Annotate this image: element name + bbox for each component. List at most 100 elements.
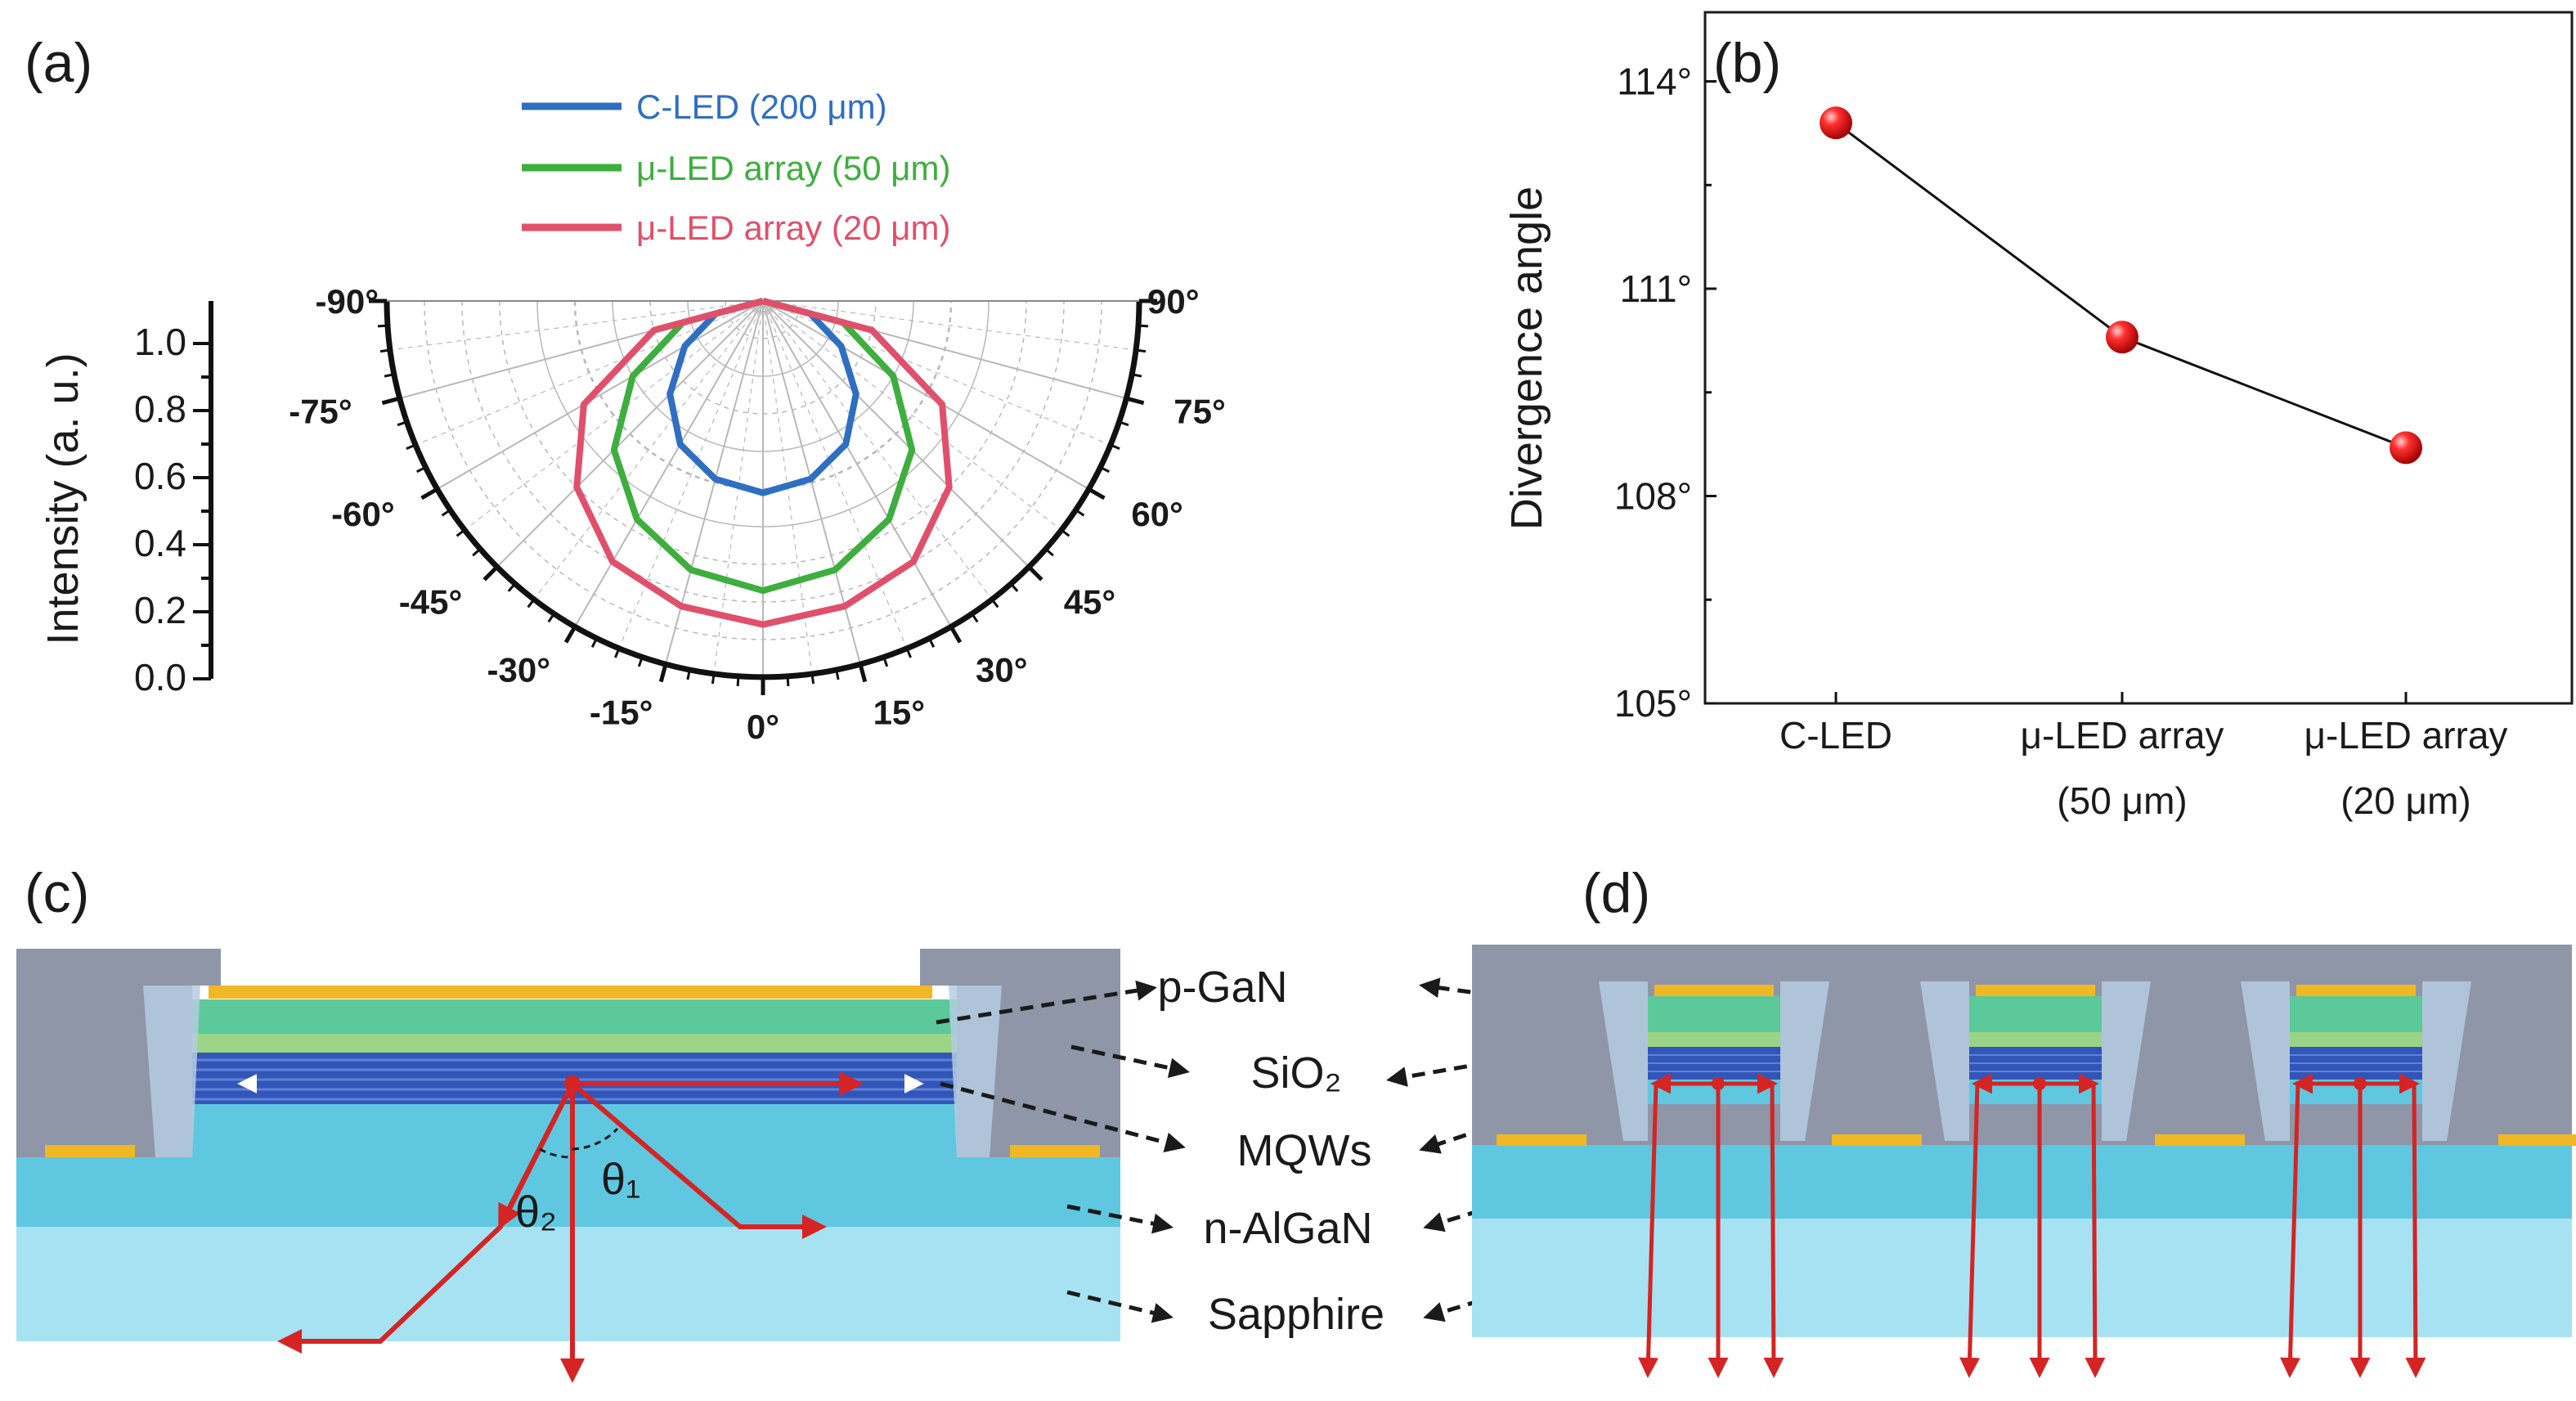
radial-tick-label: 0.8 xyxy=(134,388,186,430)
polar-tick xyxy=(527,599,536,608)
legend-label-mu-led-50: μ-LED array (50 μm) xyxy=(636,149,950,187)
polar-angle-label: 0° xyxy=(747,707,779,746)
x-tick-label: (50 μm) xyxy=(2057,779,2187,822)
polar-tick xyxy=(928,637,936,648)
polar-spoke xyxy=(533,300,764,600)
polar-spoke xyxy=(389,300,764,351)
radial-tick-label: 0.4 xyxy=(134,522,186,564)
polar-angle-label: -90° xyxy=(316,282,379,321)
polar-tick xyxy=(1010,582,1019,592)
label-n-algan: n-AlGaN xyxy=(1203,1204,1372,1253)
label-sapphire: Sapphire xyxy=(1208,1290,1384,1339)
label-sio2: SiO₂ xyxy=(1251,1049,1342,1098)
layer-sapphire xyxy=(16,1227,1120,1341)
polar-tick xyxy=(384,373,395,378)
sidewall-right xyxy=(949,986,1002,1157)
emission-rays xyxy=(277,1071,864,1383)
theta2-arc xyxy=(539,1147,573,1159)
axis-title-divergence-angle: Divergence angle xyxy=(1502,186,1551,530)
data-point xyxy=(1820,106,1852,140)
series-line xyxy=(1835,121,2407,449)
polar-angle-label: -75° xyxy=(289,393,352,431)
polar-angle-label: 15° xyxy=(873,693,926,731)
x-tick-label: μ-LED array xyxy=(2021,714,2224,757)
y-tick-label: 105° xyxy=(1614,682,1692,725)
legend-label-c-led: C-LED (200 μm) xyxy=(636,88,887,126)
polar-spoke xyxy=(762,300,1089,490)
pointer-p-gan-left xyxy=(936,980,1157,1025)
polar-spoke xyxy=(496,300,764,568)
polar-tick xyxy=(711,673,716,685)
pointer-p-gan-right xyxy=(1419,977,1661,1021)
polar-series-line-0 xyxy=(666,298,859,496)
panel-a-polar-chart: (a) C-LED (200 μm) μ-LED array (50 μm) μ… xyxy=(25,32,1226,746)
plot-frame xyxy=(1703,11,2574,705)
legend-label-mu-led-20: μ-LED array (20 μm) xyxy=(636,209,950,247)
panel-c-c-led-diagram: (c) xyxy=(16,862,1120,1383)
label-mqws: MQWs xyxy=(1237,1126,1372,1175)
pointer-n-algan-left xyxy=(1066,1204,1174,1234)
polar-spoke xyxy=(437,300,764,490)
polar-tick xyxy=(456,528,465,537)
polar-angle-label: 90° xyxy=(1147,282,1200,321)
radial-tick-label: 0.2 xyxy=(134,589,186,631)
layer-n-algan xyxy=(16,1108,1120,1227)
polar-tick xyxy=(1075,509,1085,517)
polar-tick xyxy=(637,657,644,667)
data-point xyxy=(2390,431,2422,465)
panel-label-a: (a) xyxy=(25,32,92,94)
layer-sio2-strip xyxy=(192,1032,957,1053)
data-point xyxy=(2106,321,2138,354)
theta1-arc xyxy=(572,1127,619,1151)
polar-tick xyxy=(613,648,621,658)
polar-angle-label: -45° xyxy=(399,583,463,622)
sidewall-left xyxy=(143,986,200,1157)
polar-tick xyxy=(441,509,451,517)
n-electrode-left xyxy=(45,1145,135,1157)
polar-tick xyxy=(990,599,999,608)
n-electrode-right xyxy=(1010,1145,1100,1157)
axis-title-intensity: Intensity (a. u.) xyxy=(38,352,88,644)
polar-angle-label: 30° xyxy=(976,650,1028,689)
polar-tick xyxy=(397,420,407,427)
mu-led-pixels xyxy=(1497,981,2576,1378)
x-axis-ticks: C-LED μ-LED array (50 μm) μ-LED array (20 μm… xyxy=(1779,692,2507,822)
radial-axis: 0.00.20.40.60.81.0 xyxy=(134,301,213,698)
pointer-sapphire-left xyxy=(1066,1290,1174,1323)
polar-tick xyxy=(658,663,668,683)
x-tick-label: (20 μm) xyxy=(2340,779,2471,822)
polar-angle-label: 45° xyxy=(1064,583,1116,622)
polar-spoke xyxy=(762,300,1030,568)
polar-series xyxy=(573,298,953,628)
panel-label-d: (d) xyxy=(1582,862,1650,924)
polar-tick xyxy=(1044,548,1054,557)
layer-n-algan xyxy=(1472,1145,2572,1219)
y-tick-label: 114° xyxy=(1617,61,1692,103)
polar-spoke xyxy=(464,300,764,531)
y-tick-label: 108° xyxy=(1614,475,1692,518)
polar-tick xyxy=(1131,373,1142,378)
polar-tick xyxy=(379,348,391,353)
n-electrode xyxy=(1497,1134,1586,1146)
radial-tick-label: 1.0 xyxy=(134,321,186,363)
polar-angle-label: -15° xyxy=(590,693,653,731)
panel-b-line-chart: (b) Divergence angle 105°108°111°114° C-… xyxy=(1502,11,2574,822)
polar-grid xyxy=(369,299,1157,695)
polar-tick xyxy=(905,648,913,658)
y-axis-ticks: 105°108°111°114° xyxy=(1614,61,1717,725)
mu-led-pixel-1 xyxy=(1599,981,1829,1378)
polar-angle-labels: -90°-75°-60°-45°-30°-15°0°15°30°45°60°75… xyxy=(289,282,1226,746)
divergence-series xyxy=(1820,106,2422,465)
polar-tick xyxy=(1027,565,1043,582)
polar-tick xyxy=(507,582,516,592)
polar-tick xyxy=(810,673,815,685)
n-electrode xyxy=(1832,1134,1922,1146)
polar-angle-label: -30° xyxy=(487,650,551,689)
polar-tick xyxy=(858,663,868,683)
polar-tick xyxy=(563,626,577,644)
polar-angle-label: 75° xyxy=(1174,393,1226,431)
x-tick-label: μ-LED array xyxy=(2304,714,2508,757)
x-tick-label: C-LED xyxy=(1779,714,1892,757)
polar-spoke xyxy=(762,300,1137,351)
